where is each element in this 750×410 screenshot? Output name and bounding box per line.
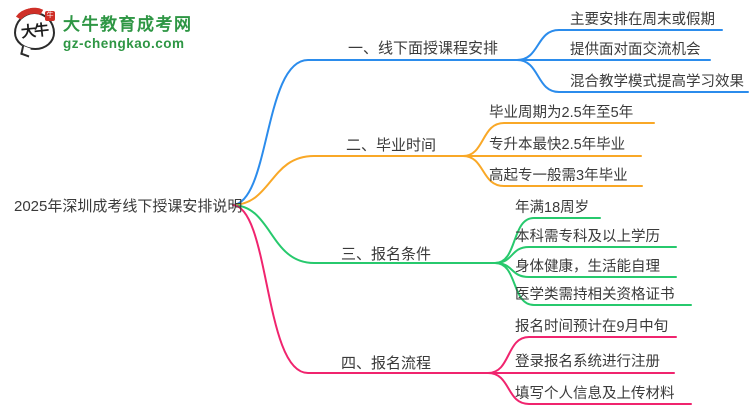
logo-bubble-tail: [20, 45, 31, 57]
branch-1-trunk-line: [232, 59, 518, 206]
branch-2-leaf-1-line: [462, 122, 655, 157]
branch-1-label: 一、线下面授课程安排: [348, 40, 499, 57]
branch-2-lines: [232, 122, 655, 206]
branch-2-trunk-line: [232, 155, 464, 206]
logo-bubble-text: 大牛: [20, 22, 49, 42]
branch-1-leaf-3-line: [516, 59, 749, 93]
logo-site-url: gz-chengkao.com: [63, 36, 185, 51]
branch-1-lines: [232, 29, 749, 206]
branch-2-leaf-3-line: [462, 155, 643, 187]
logo-text-block: 大牛教育成考网 gz-chengkao.com: [63, 10, 193, 51]
branch-3-leaf-4: 医学类需持相关资格证书: [515, 287, 675, 303]
branch-2-leaf-2: 专升本最快2.5年毕业: [489, 137, 626, 153]
branch-4-label: 四、报名流程: [341, 355, 432, 372]
branch-3-leaf-1: 年满18周岁: [515, 200, 590, 216]
branch-1-leaf-1-line: [516, 29, 723, 61]
branch-4-trunk-line: [232, 204, 489, 374]
logo-bull-bubble-icon: 牛 大牛: [9, 3, 55, 57]
branch-3-leaf-2: 本科需专科及以上学历: [515, 229, 660, 245]
logo-red-seal-icon: 牛: [45, 10, 55, 21]
logo-site-name: 大牛教育成考网: [63, 15, 193, 34]
branch-3-label: 三、报名条件: [341, 246, 432, 263]
branch-4-leaf-1-line: [487, 336, 677, 374]
site-logo: 牛 大牛 大牛教育成考网 gz-chengkao.com: [9, 3, 193, 57]
branch-4-leaf-1: 报名时间预计在9月中旬: [515, 319, 669, 335]
branch-4-leaf-2: 登录报名系统进行注册: [515, 354, 660, 370]
branch-2-leaf-1: 毕业周期为2.5年至5年: [489, 105, 634, 121]
branch-1-leaf-2: 提供面对面交流机会: [570, 42, 701, 58]
branch-1-leaf-1: 主要安排在周末或假期: [570, 12, 715, 28]
branch-2-leaf-3: 高起专一般需3年毕业: [489, 168, 628, 184]
branch-3-trunk-line: [232, 204, 496, 264]
branch-4-lines: [232, 204, 692, 405]
branch-3-lines: [232, 204, 692, 306]
branch-4-leaf-3: 填写个人信息及上传材料: [515, 386, 675, 402]
branch-4-leaf-3-line: [487, 372, 692, 405]
mindmap-root-title: 2025年深圳成考线下授课安排说明: [14, 198, 243, 215]
branch-1-leaf-3: 混合教学模式提高学习效果: [570, 74, 744, 90]
branch-3-leaf-4-line: [494, 262, 692, 306]
branch-2-label: 二、毕业时间: [346, 137, 437, 154]
branch-3-leaf-3: 身体健康，生活能自理: [515, 259, 660, 275]
